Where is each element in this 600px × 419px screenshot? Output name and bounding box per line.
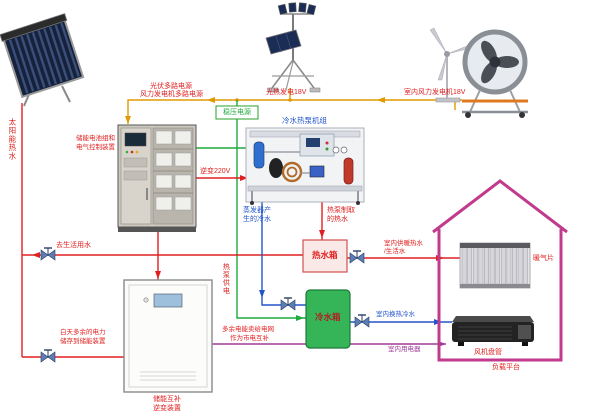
- label-pv-bus-2: 风力发电机多路电源: [140, 91, 203, 98]
- label-pv-generation: 光热发电18V: [266, 89, 307, 96]
- hot-water-tank: [302, 239, 348, 273]
- label-radiator: 暖气片: [533, 255, 554, 262]
- label-sell-grid-1: 多余电能卖给电网: [222, 326, 274, 333]
- label-battery-cabinet-2: 电气控制装置: [76, 144, 115, 151]
- chilled-water-lines: [259, 202, 452, 325]
- valve-icon: [349, 250, 365, 264]
- label-sell-grid-2: 作为市电互补: [230, 335, 269, 342]
- label-to-domestic-water: 去生活用水: [56, 242, 91, 249]
- label-evaporator-1: 蒸发器产: [243, 207, 271, 214]
- label-voltage-regulator: 稳压电源: [223, 109, 251, 116]
- label-daytime-surplus-2: 储存到储能装置: [60, 338, 106, 345]
- voltage-regulator-box: [215, 105, 259, 120]
- label-storage-inverter-1: 储能互补: [153, 396, 181, 403]
- label-load-platform: 负载平台: [492, 364, 520, 371]
- label-inverter-220v: 逆变220V: [200, 168, 231, 175]
- house-outline: [432, 179, 568, 362]
- label-pv-bus-1: 光伏多路电源: [150, 83, 192, 90]
- solar-collector: [0, 13, 85, 107]
- label-daytime-surplus-1: 白天多余的电力: [60, 329, 106, 336]
- valve-icon: [280, 297, 296, 311]
- label-indoor-heating-2: /生活水: [384, 248, 406, 255]
- label-indoor-chilled: 室内换热冷水: [376, 311, 415, 318]
- label-indoor-appliances: 室内用电器: [388, 346, 421, 353]
- label-battery-cabinet-1: 储能电池组和: [76, 135, 115, 142]
- valve-icon: [40, 247, 56, 261]
- valve-icon: [354, 314, 370, 328]
- ac220v-line: [196, 175, 248, 181]
- fan-coil-unit: [452, 316, 534, 346]
- label-heatpump-hot-2: 的热水: [327, 216, 348, 223]
- pv-tracker: [265, 2, 321, 93]
- label-storage-inverter-2: 逆变装置: [153, 405, 181, 412]
- heat-pump-unit: [245, 127, 365, 205]
- label-cold-tank: 冷水箱: [315, 312, 341, 322]
- label-heatpump-hot-1: 热泵制取: [327, 207, 355, 214]
- battery-control-cabinet: [117, 124, 197, 232]
- regulated-power-lines: [196, 100, 306, 321]
- valve-icon: [40, 349, 56, 363]
- label-solar-hot-water: 太阳能热水: [7, 118, 17, 161]
- label-hot-tank: 热水箱: [312, 250, 338, 260]
- radiator: [459, 242, 531, 289]
- cold-water-tank: [305, 289, 351, 349]
- storage-inverter: [123, 279, 213, 393]
- label-evaporator-2: 生的冷水: [243, 216, 271, 223]
- label-indoor-heating-1: 室内供暖热水: [384, 240, 423, 247]
- wind-turbine-rig: [429, 27, 528, 118]
- label-heat-pump-unit: 冷水热泵机组: [282, 116, 327, 125]
- label-fan-coil: 风机盘管: [474, 349, 502, 356]
- label-wind-generation: 室内风力发电机18V: [404, 89, 466, 96]
- label-heat-pump-power: 热泵供电: [222, 263, 230, 295]
